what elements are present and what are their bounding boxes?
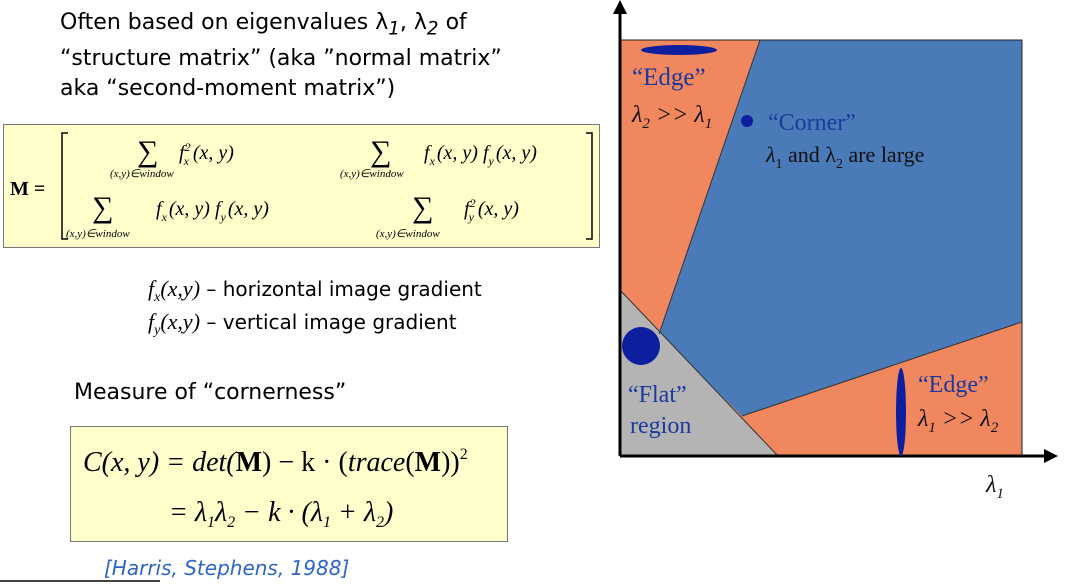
corner-desc: λ1 and λ2 are large <box>765 142 924 172</box>
edge-ellipse-vertical <box>896 368 906 456</box>
intro-sub2: 2 <box>426 18 439 40</box>
edge-top-label: “Edge” <box>632 64 706 91</box>
x-axis-arrow <box>1044 449 1058 463</box>
intro-sep: , λ <box>399 10 427 35</box>
cornerness-line1: C(x, y) = det(M) − k · (trace(M))2 <box>83 446 468 478</box>
intro-line2: “structure matrix” (aka ”normal matrix” <box>60 46 502 72</box>
sum-r1c1: ∑ <box>137 135 158 168</box>
edge-right-label: “Edge” <box>918 372 989 398</box>
window-r2c2: (x,y)∈window <box>376 228 440 240</box>
edge-right-relation: λ1 >> λ2 <box>917 406 999 436</box>
flat-label-line1: “Flat” <box>628 382 687 408</box>
intro-line3: aka “second-moment matrix”) <box>60 76 396 102</box>
entry-r1c2: fx(x, y) fy(x, y) <box>424 142 537 168</box>
citation: [Harris, Stephens, 1988] <box>104 556 350 580</box>
intro-line1-end: of <box>438 10 467 35</box>
edge-ellipse-horizontal <box>641 45 717 55</box>
sum-r2c2: ∑ <box>412 191 433 224</box>
x-axis-label: λ1 <box>985 472 1004 500</box>
fy-gradient-desc: fy(x,y) – vertical image gradient <box>148 309 457 338</box>
boundary-right-edge <box>741 321 1023 417</box>
window-r2c1: (x,y)∈window <box>66 228 130 240</box>
boundary-flat <box>619 289 779 457</box>
boundary-top-edge <box>658 39 761 335</box>
matrix-right-bracket <box>586 132 593 240</box>
bottom-divider <box>0 580 160 582</box>
matrix-left-bracket <box>61 132 68 240</box>
entry-r2c1: fx(x, y) fy(x, y) <box>156 198 269 224</box>
flat-circle <box>622 327 660 365</box>
sum-r1c2: ∑ <box>370 135 391 168</box>
cornerness-formula-box: C(x, y) = det(M) − k · (trace(M))2 = λ1λ… <box>70 426 508 542</box>
flat-label-line2: region <box>630 413 691 439</box>
corner-circle <box>741 115 753 127</box>
corner-label: “Corner” <box>768 110 856 136</box>
intro-sub1: 1 <box>388 18 400 40</box>
y-axis-arrow <box>613 0 627 14</box>
edge-top-relation: λ2 >> λ1 <box>631 102 712 132</box>
corner-region <box>659 40 1022 416</box>
window-r1c2: (x,y)∈window <box>340 168 404 180</box>
eigenvalue-region-diagram: “Edge” λ2 >> λ1 “Corner” λ1 and λ2 are l… <box>613 0 1058 500</box>
fx-gradient-desc: fx(x,y) – horizontal image gradient <box>148 276 482 305</box>
cornerness-formula: C(x, y) = det(M) − k · (trace(M))2 = λ1λ… <box>83 446 468 531</box>
cornerness-line2: = λ1λ2 − k · (λ1 + λ2) <box>169 497 393 531</box>
cornerness-label: Measure of “cornerness” <box>74 380 347 405</box>
intro-text: Often based on eigenvalues λ1, λ2 of “st… <box>60 8 502 104</box>
window-r1c1: (x,y)∈window <box>110 168 174 180</box>
intro-line1: Often based on eigenvalues λ <box>60 10 389 35</box>
matrix-lhs: M = <box>10 178 45 200</box>
sum-r2c1: ∑ <box>92 191 113 224</box>
